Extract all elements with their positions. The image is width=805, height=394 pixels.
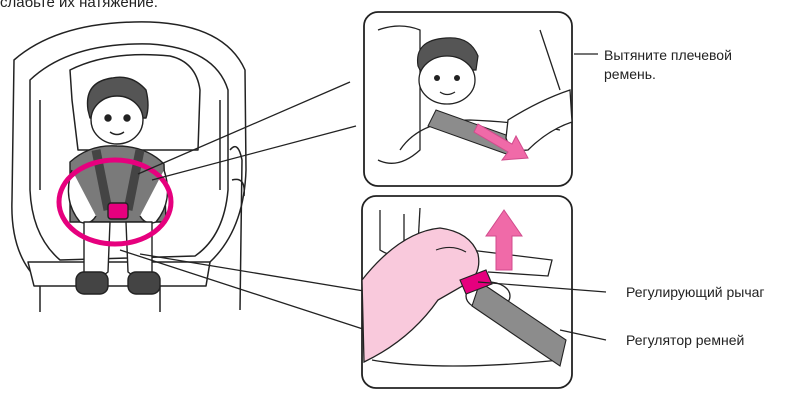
pull-shoulder-belt-label: Вытяните плечевой ремень. (604, 46, 732, 84)
adjust-lever-label: Регулирующий рычаг (626, 283, 765, 302)
inset-adjust-lever (362, 196, 572, 388)
pull-shoulder-belt-line-2: ремень. (604, 65, 732, 84)
pull-shoulder-belt-line-1: Вытяните плечевой (604, 46, 732, 65)
belt-adjuster-label: Регулятор ремней (626, 331, 744, 350)
inset-pull-shoulder-belt (364, 12, 572, 186)
